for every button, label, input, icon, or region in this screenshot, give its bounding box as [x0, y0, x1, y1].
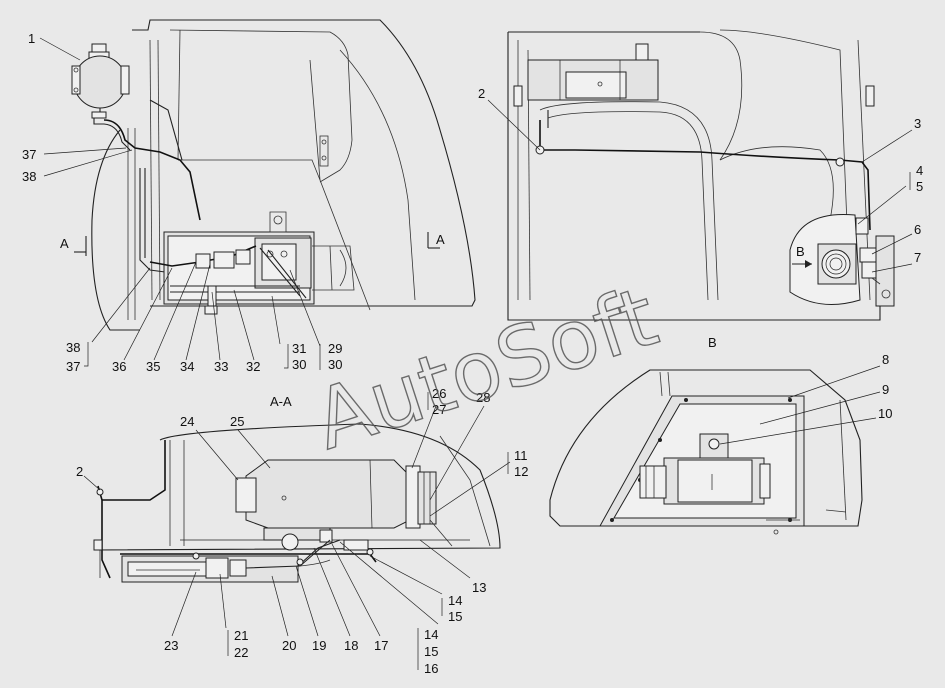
callout-34: 34	[180, 359, 194, 374]
heater-mount-frame	[163, 211, 355, 315]
callout-11: 11	[514, 448, 528, 463]
section-mark-a-right: A	[436, 232, 445, 247]
callout-25: 25	[230, 414, 244, 429]
heater-body-25	[235, 459, 437, 529]
callout-37-bottom: 37	[66, 359, 80, 374]
callout-33: 33	[214, 359, 228, 374]
callout-27: 27	[432, 402, 446, 417]
callout-2-bottom: 2	[76, 464, 83, 479]
callout-14-a: 14	[448, 593, 462, 608]
view-b-arrow-label: B	[796, 244, 805, 259]
callout-15-b: 15	[424, 644, 438, 659]
callout-14-b: 14	[424, 627, 438, 642]
callout-4: 4	[916, 163, 923, 178]
callout-9: 9	[882, 382, 889, 397]
callout-21: 21	[234, 628, 248, 643]
callout-37-top: 37	[22, 147, 36, 162]
leader-lines	[39, 37, 913, 670]
view-b-title: B	[708, 335, 717, 350]
view-b-arrow	[792, 260, 812, 268]
callout-15-a: 15	[448, 609, 462, 624]
callout-29: 29	[328, 341, 342, 356]
callout-24: 24	[180, 414, 194, 429]
callout-22: 22	[234, 645, 248, 660]
callout-30-a: 30	[292, 357, 306, 372]
watermark-text: AutoSoft	[304, 269, 668, 468]
callout-20: 20	[282, 638, 296, 653]
callout-12: 12	[514, 464, 528, 479]
callout-17: 17	[374, 638, 388, 653]
view-titles: A-A B A A B	[60, 232, 805, 409]
callout-8: 8	[882, 352, 889, 367]
callout-1: 1	[28, 31, 35, 46]
callout-16: 16	[424, 661, 438, 676]
callout-5: 5	[916, 179, 923, 194]
section-mark-right	[427, 232, 440, 249]
section-mark-left	[74, 236, 87, 256]
callout-19: 19	[312, 638, 326, 653]
cab-view-rear	[507, 29, 895, 321]
callout-2-top: 2	[478, 86, 485, 101]
callout-30-b: 30	[328, 357, 342, 372]
callout-32: 32	[246, 359, 260, 374]
callout-6: 6	[914, 222, 921, 237]
callout-38-bottom: 38	[66, 340, 80, 355]
section-mark-a-left: A	[60, 236, 69, 251]
callout-18: 18	[344, 638, 358, 653]
heater-view-b	[639, 433, 771, 505]
callout-23: 23	[164, 638, 178, 653]
section-aa-title: A-A	[270, 394, 292, 409]
fuel-tank-1	[71, 43, 130, 125]
callout-36: 36	[112, 359, 126, 374]
callout-10: 10	[878, 406, 892, 421]
view-b-detail	[549, 369, 863, 535]
callout-3: 3	[914, 116, 921, 131]
callout-7: 7	[914, 250, 921, 265]
section-aa-view	[93, 423, 501, 583]
heater-outlet	[789, 213, 895, 307]
callout-38-top: 38	[22, 169, 36, 184]
callout-31: 31	[292, 341, 306, 356]
callout-28: 28	[476, 390, 490, 405]
callout-35: 35	[146, 359, 160, 374]
callout-26: 26	[432, 386, 446, 401]
callout-numbers: 1 37 38 38 37 36 35 34 33 32 31 30 29 30…	[22, 31, 923, 676]
callout-13: 13	[472, 580, 486, 595]
cab-view-main	[71, 19, 476, 331]
